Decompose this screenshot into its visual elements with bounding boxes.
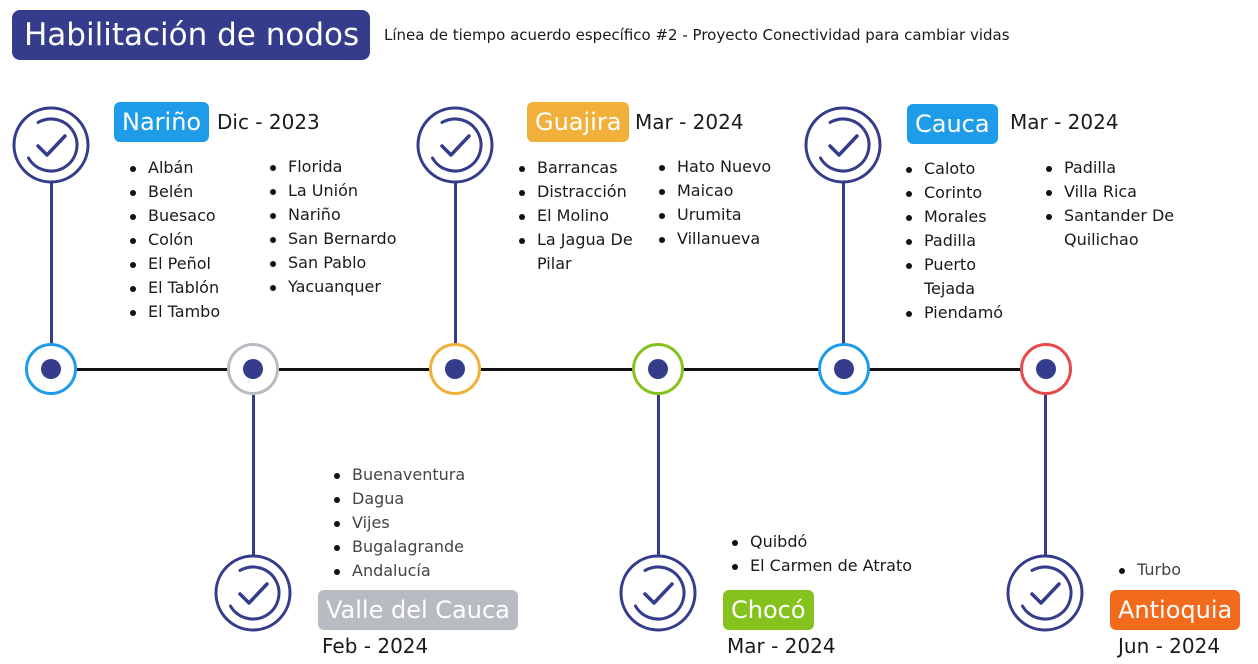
node-dot bbox=[243, 359, 263, 379]
municipality-item: Belén bbox=[126, 180, 256, 204]
municipality-list-antioquia: Turbo bbox=[1115, 558, 1205, 582]
region-date-choco: Mar - 2024 bbox=[727, 634, 836, 658]
region-date-antioquia: Jun - 2024 bbox=[1118, 634, 1221, 658]
stem-choco bbox=[657, 395, 660, 557]
municipality-item: Buenaventura bbox=[330, 463, 490, 487]
municipality-item: Corinto bbox=[902, 181, 1017, 205]
municipality-item: Morales bbox=[902, 205, 1017, 229]
municipality-item: Barrancas bbox=[515, 156, 645, 180]
timeline-axis bbox=[52, 368, 1048, 371]
stem-valle bbox=[252, 395, 255, 557]
municipality-item: Hato Nuevo bbox=[655, 155, 795, 179]
region-tag-cauca: Cauca bbox=[907, 104, 998, 144]
region-tag-valle: Valle del Cauca bbox=[318, 590, 518, 630]
municipality-item: Colón bbox=[126, 228, 256, 252]
municipality-item: Padilla bbox=[1042, 156, 1182, 180]
municipality-item: La Jagua De Pilar bbox=[515, 228, 645, 276]
municipality-item: Maicao bbox=[655, 179, 795, 203]
timeline-node-narino bbox=[25, 343, 77, 395]
region-tag-antioquia: Antioquia bbox=[1110, 590, 1241, 630]
check-badge-icon bbox=[1006, 554, 1084, 632]
check-badge-icon bbox=[214, 554, 292, 632]
page-title: Habilitación de nodos bbox=[12, 10, 370, 60]
municipality-item: Quibdó bbox=[728, 530, 928, 554]
timeline-node-antioquia bbox=[1020, 343, 1072, 395]
municipality-item: San Bernardo bbox=[266, 227, 416, 251]
municipality-item: Villa Rica bbox=[1042, 180, 1182, 204]
timeline-node-guajira bbox=[429, 343, 481, 395]
municipality-item: Caloto bbox=[902, 157, 1017, 181]
municipality-item: Bugalagrande bbox=[330, 535, 490, 559]
stem-cauca bbox=[842, 165, 845, 345]
stem-narino bbox=[50, 165, 53, 345]
node-dot bbox=[648, 359, 668, 379]
municipality-item: Distracción bbox=[515, 180, 645, 204]
municipality-item: Buesaco bbox=[126, 204, 256, 228]
municipality-item: Andalucía bbox=[330, 559, 490, 583]
stem-antioquia bbox=[1044, 395, 1047, 557]
check-badge-icon bbox=[12, 106, 90, 184]
municipality-item: Florida bbox=[266, 155, 416, 179]
timeline-node-choco bbox=[632, 343, 684, 395]
node-dot bbox=[41, 359, 61, 379]
municipality-item: Piendamó bbox=[902, 301, 1017, 325]
check-badge-icon bbox=[804, 106, 882, 184]
stem-guajira bbox=[454, 165, 457, 345]
municipality-item: El Tambo bbox=[126, 300, 256, 324]
region-date-guajira: Mar - 2024 bbox=[635, 110, 744, 134]
region-date-narino: Dic - 2023 bbox=[217, 110, 320, 134]
municipality-item: El Molino bbox=[515, 204, 645, 228]
region-date-valle: Feb - 2024 bbox=[322, 634, 429, 658]
municipality-item: El Carmen de Atrato bbox=[728, 554, 928, 578]
region-date-cauca: Mar - 2024 bbox=[1010, 110, 1119, 134]
region-tag-choco: Chocó bbox=[723, 590, 814, 630]
municipality-item: Urumita bbox=[655, 203, 795, 227]
municipality-item: San Pablo bbox=[266, 251, 416, 275]
region-tag-narino: Nariño bbox=[114, 102, 210, 142]
node-dot bbox=[834, 359, 854, 379]
region-tag-guajira: Guajira bbox=[527, 102, 630, 142]
municipality-item: Villanueva bbox=[655, 227, 795, 251]
municipality-item: El Tablón bbox=[126, 276, 256, 300]
node-dot bbox=[1036, 359, 1056, 379]
timeline-node-cauca bbox=[818, 343, 870, 395]
municipality-item: Albán bbox=[126, 156, 256, 180]
municipality-item: Padilla bbox=[902, 229, 1017, 253]
timeline-node-valle bbox=[227, 343, 279, 395]
municipality-item: Turbo bbox=[1115, 558, 1205, 582]
check-badge-icon bbox=[416, 106, 494, 184]
municipality-item: Vijes bbox=[330, 511, 490, 535]
municipality-item: La Unión bbox=[266, 179, 416, 203]
municipality-item: Yacuanquer bbox=[266, 275, 416, 299]
municipality-item: Nariño bbox=[266, 203, 416, 227]
municipality-item: El Peñol bbox=[126, 252, 256, 276]
node-dot bbox=[445, 359, 465, 379]
check-badge-icon bbox=[619, 554, 697, 632]
page-subtitle: Línea de tiempo acuerdo específico #2 - … bbox=[384, 26, 1010, 44]
municipality-item: Santander De Quilichao bbox=[1042, 204, 1182, 252]
municipality-item: Puerto Tejada bbox=[902, 253, 1017, 301]
municipality-item: Dagua bbox=[330, 487, 490, 511]
